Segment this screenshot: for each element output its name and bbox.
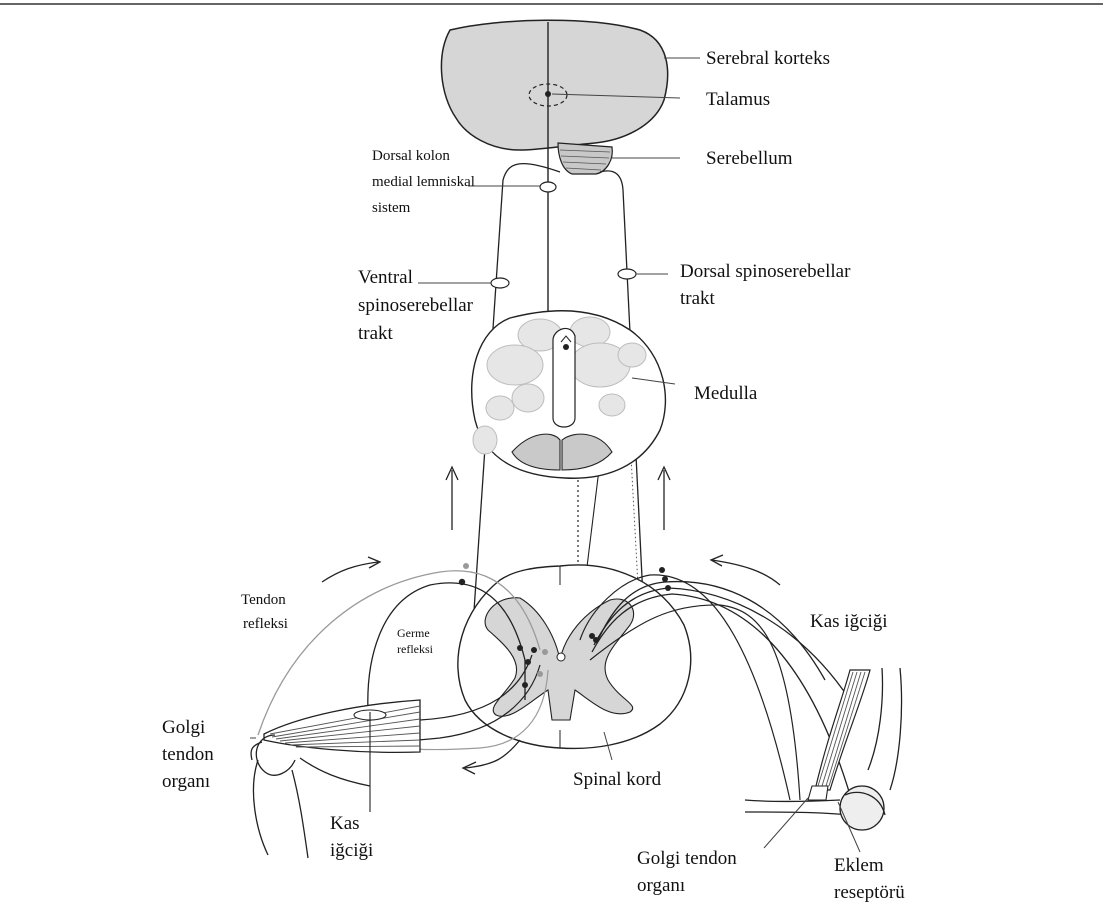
label-dorsal-kolon-3: sistem — [372, 200, 411, 216]
label-germe-refleksi-1: Germe — [397, 626, 430, 640]
label-golgi-right-1: Golgi tendon — [637, 848, 737, 869]
curved-arrow-tendon — [322, 557, 380, 582]
label-dorsal-kolon-1: Dorsal kolon — [372, 148, 450, 164]
left-leg-muscle — [264, 700, 420, 812]
label-golgi-left-3: organı — [162, 771, 210, 792]
ventral-spinocerebellar-marker — [491, 278, 509, 288]
label-kas-igcigi-left-1: Kas — [330, 813, 360, 834]
label-serebral-korteks: Serebral korteks — [706, 48, 830, 69]
cerebellum-shape — [558, 143, 612, 174]
label-ventral-2: spinoserebellar — [358, 295, 474, 316]
dorsal-spinocerebellar-marker — [618, 269, 636, 279]
right-limb-bones — [745, 668, 902, 830]
label-germe-refleksi-2: refleksi — [397, 642, 434, 656]
spinal-cord-shape — [458, 565, 691, 748]
label-golgi-right-2: organı — [637, 875, 685, 896]
label-medulla: Medulla — [694, 383, 758, 404]
label-dorsal-kolon-2: medial lemniskal — [372, 174, 475, 190]
label-ventral-3: trakt — [358, 323, 394, 344]
right-limb-muscle — [808, 670, 870, 800]
label-talamus: Talamus — [706, 89, 770, 110]
medulla-shape — [472, 311, 666, 478]
dorsal-column-marker — [540, 182, 556, 192]
curved-arrow-right — [711, 555, 780, 585]
label-eklem-2: reseptörü — [834, 882, 905, 903]
curved-arrow-bottom-left — [463, 740, 520, 774]
upward-arrow-right — [658, 467, 670, 530]
label-golgi-left-2: tendon — [162, 744, 214, 765]
label-spinal-kord: Spinal kord — [573, 769, 662, 790]
label-tendon-refleksi-1: Tendon — [241, 592, 286, 608]
label-eklem-1: Eklem — [834, 855, 884, 876]
label-kas-igcigi-left-2: iğciği — [330, 840, 373, 861]
label-golgi-left-1: Golgi — [162, 717, 205, 738]
label-dorsal-spino-2: trakt — [680, 288, 716, 309]
label-kas-igcigi-right: Kas iğciği — [810, 611, 888, 632]
label-tendon-refleksi-2: refleksi — [243, 616, 288, 632]
label-serebellum: Serebellum — [706, 148, 793, 169]
upward-arrow-left — [446, 467, 458, 530]
label-ventral-1: Ventral — [358, 267, 413, 288]
label-dorsal-spino-1: Dorsal spinoserebellar — [680, 261, 851, 282]
